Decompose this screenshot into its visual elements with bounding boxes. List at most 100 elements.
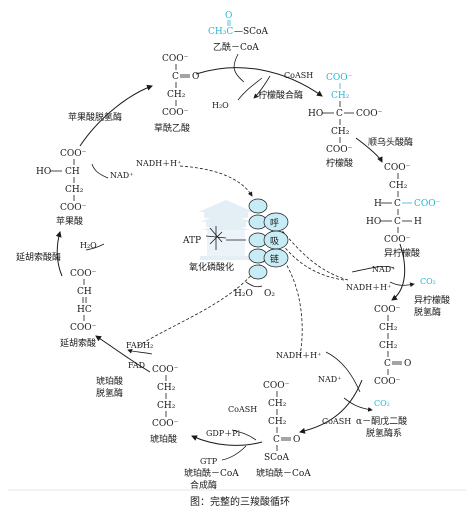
enzyme-aconitase: 顺乌头酸酶 xyxy=(368,136,413,148)
cof-nad-1: NAD⁺ xyxy=(372,265,395,274)
cof-gdp-pi: GDP＋Pi xyxy=(206,429,241,438)
resp-char-2: 吸 xyxy=(270,236,279,247)
resp-o2-label: O₂ xyxy=(264,289,275,299)
fumarate: COO⁻ CH HC COO⁻ 延胡索酸 xyxy=(60,269,97,349)
akg-coo-bot: COO⁻ xyxy=(374,377,401,387)
suc-ch2-2: CH₂ xyxy=(157,401,176,411)
cof-fadh2: FADH₂ xyxy=(126,341,153,350)
cof-nadh-3: NADH＋H⁺ xyxy=(136,159,181,168)
fum-coo-top: COO⁻ xyxy=(70,269,97,279)
cit-ch2: CH₂ xyxy=(331,127,350,137)
watermark-logo xyxy=(198,200,254,260)
iso-coo-bot: COO⁻ xyxy=(384,235,411,245)
enzyme-scs-2: 合成酶 xyxy=(190,479,217,491)
cit-ho: HO xyxy=(308,109,323,119)
acetyl-scoa: —SCoA xyxy=(234,27,268,37)
enzyme-idh-1: 异柠檬酸 xyxy=(414,294,450,306)
enzyme-scs-1: 琥珀酰－CoA xyxy=(184,467,239,479)
suc-ch2-1: CH₂ xyxy=(157,383,176,393)
respiratory-chain: 呼 吸 链 ATP 氧化磷酸化 H₂O O₂ xyxy=(182,198,289,299)
cof-nadh-1: NADH＋H⁺ xyxy=(346,283,391,292)
suc-coo-top: COO⁻ xyxy=(152,365,179,375)
succinyl-coa: COO⁻ CH₂ CH₂ C O SCoA 琥珀酰－CoA xyxy=(256,381,311,479)
acetyl-oxygen: O xyxy=(225,11,232,21)
cit-ch2-top: CH₂ xyxy=(331,91,350,101)
akg-ch2-1: CH₂ xyxy=(379,323,398,333)
enzyme-labels: 柠檬酸合酶 顺乌头酸酶 异柠檬酸 脱氢酶 α－酮戊二酸 脱氢酶系 琥珀酰－CoA… xyxy=(16,89,450,491)
enzyme-akgdh-1: α－酮戊二酸 xyxy=(356,415,407,427)
iso-c2: C xyxy=(394,217,401,227)
oxaloacetate: COO⁻ C O CH₂ COO⁻ 草酰乙酸 xyxy=(154,54,199,134)
resp-char-1: 呼 xyxy=(270,218,279,229)
cof-coash-1: CoASH xyxy=(284,71,313,80)
cof-co2-2: CO₂ xyxy=(374,399,390,408)
isocitrate: COO⁻ CH₂ H C COO⁻ HO C H COO⁻ 异柠檬酸 xyxy=(366,163,441,259)
citrate: COO⁻ CH₂ HO C COO⁻ CH₂ COO⁻ 柠檬酸 xyxy=(308,73,383,169)
cof-h2o-2: H₂O xyxy=(80,241,97,250)
alpha-ketoglutarate: COO⁻ CH₂ CH₂ C O COO⁻ xyxy=(374,305,411,387)
scoa-scoa: SCoA xyxy=(264,453,289,463)
cof-coash-2: CoASH xyxy=(322,417,351,426)
acetyl-coa: O CH₃C —SCoA 乙酰－CoA xyxy=(208,11,268,53)
cofactor-labels: CoASH H₂O NAD⁺ NADH＋H⁺ CO₂ NAD⁺ NADH＋H⁺ … xyxy=(80,71,436,466)
malate: COO⁻ HO CH CH₂ COO⁻ 苹果酸 xyxy=(36,149,87,227)
oaa-name: 草酰乙酸 xyxy=(154,122,190,134)
resp-h2o-label: H₂O xyxy=(234,289,253,299)
cycle-arrows xyxy=(55,53,406,446)
succinate: COO⁻ CH₂ CH₂ COO⁻ 琥珀酸 xyxy=(150,365,179,445)
enzyme-sdh-2: 脱氢酶 xyxy=(96,387,123,399)
akg-c: C xyxy=(384,359,391,369)
cit-c: C xyxy=(336,109,343,119)
iso-h: H xyxy=(374,199,382,209)
oaa-ch2: CH₂ xyxy=(167,90,186,100)
enzyme-fumarase: 延胡索酸酶 xyxy=(16,251,61,263)
cof-coash-3: CoASH xyxy=(228,405,257,414)
cof-nad-3: NAD⁺ xyxy=(110,171,133,180)
iso-c: C xyxy=(394,199,401,209)
fum-coo-bot: COO⁻ xyxy=(70,323,97,333)
cit-coo-bot: COO⁻ xyxy=(326,145,353,155)
akg-o: O xyxy=(404,359,411,369)
suc-coo-bot: COO⁻ xyxy=(152,419,179,429)
iso-h2: H xyxy=(414,217,422,227)
fum-name: 延胡索酸 xyxy=(60,337,96,349)
mal-ho: HO xyxy=(36,167,51,177)
oaa-o: O xyxy=(192,72,199,82)
cof-nadh-2: NADH＋H⁺ xyxy=(276,351,321,360)
oaa-coo-bot: COO⁻ xyxy=(162,108,189,118)
scoa-o: O xyxy=(293,435,300,445)
akg-coo-top: COO⁻ xyxy=(374,305,401,315)
akg-ch2-2: CH₂ xyxy=(379,341,398,351)
figure-caption: 图：完整的三羧酸循环 xyxy=(190,495,290,508)
oxphos-label: 氧化磷酸化 xyxy=(189,261,234,273)
scoa-name: 琥珀酰－CoA xyxy=(256,467,311,479)
oaa-coo-top: COO⁻ xyxy=(162,54,189,64)
cof-h2o-1: H₂O xyxy=(212,101,229,110)
enzyme-akgdh-2: 脱氢酶系 xyxy=(366,427,402,439)
mal-ch: CH xyxy=(65,167,80,177)
fum-hc: HC xyxy=(77,305,92,315)
suc-name: 琥珀酸 xyxy=(150,433,177,445)
iso-ch2: CH₂ xyxy=(389,181,408,191)
mal-coo-top: COO⁻ xyxy=(60,149,87,159)
mal-name: 苹果酸 xyxy=(56,215,83,227)
scoa-ch2-1: CH₂ xyxy=(268,399,287,409)
cofactor-arrows xyxy=(85,75,415,461)
oaa-c: C xyxy=(172,72,179,82)
resp-char-3: 链 xyxy=(270,253,279,265)
fum-ch: CH xyxy=(77,287,92,297)
enzyme-citrate-synthase: 柠檬酸合酶 xyxy=(258,89,303,101)
iso-name: 异柠檬酸 xyxy=(384,247,420,259)
cof-fad: FAD xyxy=(128,361,145,370)
scoa-coo-top: COO⁻ xyxy=(263,381,290,391)
electron-flow-arrows xyxy=(137,165,349,357)
acetyl-coa-name: 乙酰－CoA xyxy=(213,41,259,53)
enzyme-idh-2: 脱氢酶 xyxy=(414,306,441,318)
enzyme-sdh-1: 琥珀酸 xyxy=(96,375,123,387)
acetyl-group: CH₃C xyxy=(208,27,233,37)
iso-coo-side: COO⁻ xyxy=(414,199,441,209)
atp-label: ATP xyxy=(182,236,201,246)
cof-co2-1: CO₂ xyxy=(420,277,436,286)
cof-nad-2: NAD⁺ xyxy=(318,375,341,384)
